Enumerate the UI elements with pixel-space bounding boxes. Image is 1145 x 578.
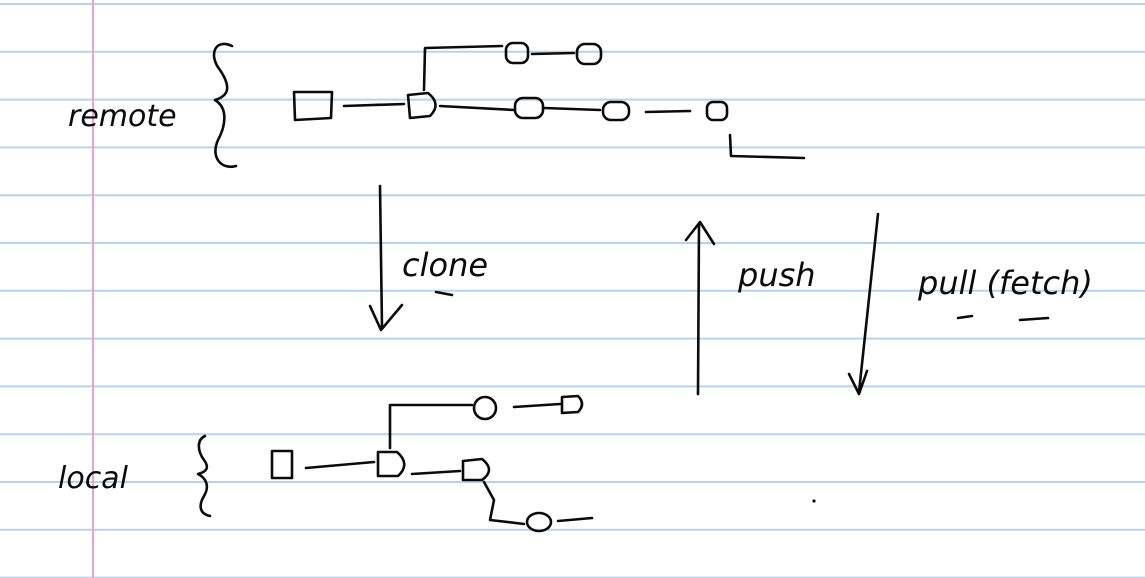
commit-node-icon [406, 91, 437, 120]
brace-icon [196, 434, 212, 518]
commit-node-icon [601, 100, 631, 122]
ink-dot [812, 499, 816, 503]
commit-node-icon [705, 100, 729, 122]
edge [542, 106, 602, 112]
edge [512, 402, 562, 409]
local-label: local [58, 461, 129, 496]
commit-node-icon [525, 511, 553, 533]
remote-label: remote [68, 99, 177, 134]
commit-node-icon [513, 96, 545, 120]
edge [422, 44, 504, 92]
commit-node-icon [504, 41, 530, 65]
remote-commit-graph [292, 41, 806, 160]
commit-node-icon [292, 90, 334, 122]
pull-arrow: pull (fetch) [847, 212, 1093, 396]
brace-icon [212, 42, 238, 169]
commit-node-icon [270, 449, 294, 480]
arrow-down-icon [847, 212, 880, 396]
edge [482, 480, 526, 526]
edge [644, 109, 692, 114]
edge [556, 516, 594, 523]
edge [530, 51, 576, 56]
ink-mark [434, 290, 454, 297]
local-section: local [58, 394, 816, 533]
arrow-down-icon [368, 184, 404, 332]
local-commit-graph [270, 394, 594, 533]
clone-label: clone [402, 246, 488, 284]
edge [438, 104, 516, 112]
edge [342, 102, 406, 108]
arrow-up-icon [684, 220, 716, 396]
remote-section: remote [68, 41, 806, 169]
clone-arrow: clone [368, 184, 488, 332]
commit-node-icon [376, 450, 406, 478]
edge [410, 469, 462, 476]
edge [388, 403, 474, 450]
pull-fetch-label: pull (fetch) [917, 264, 1093, 302]
commit-node-icon [560, 394, 584, 415]
edge [728, 133, 806, 160]
commit-node-icon [575, 42, 603, 66]
underline-mark [1018, 316, 1050, 322]
push-label: push [737, 256, 816, 294]
push-arrow: push [684, 220, 816, 396]
underline-mark [956, 314, 974, 320]
commit-node-icon [472, 395, 498, 421]
commit-node-icon [461, 457, 491, 482]
edge [304, 460, 376, 470]
